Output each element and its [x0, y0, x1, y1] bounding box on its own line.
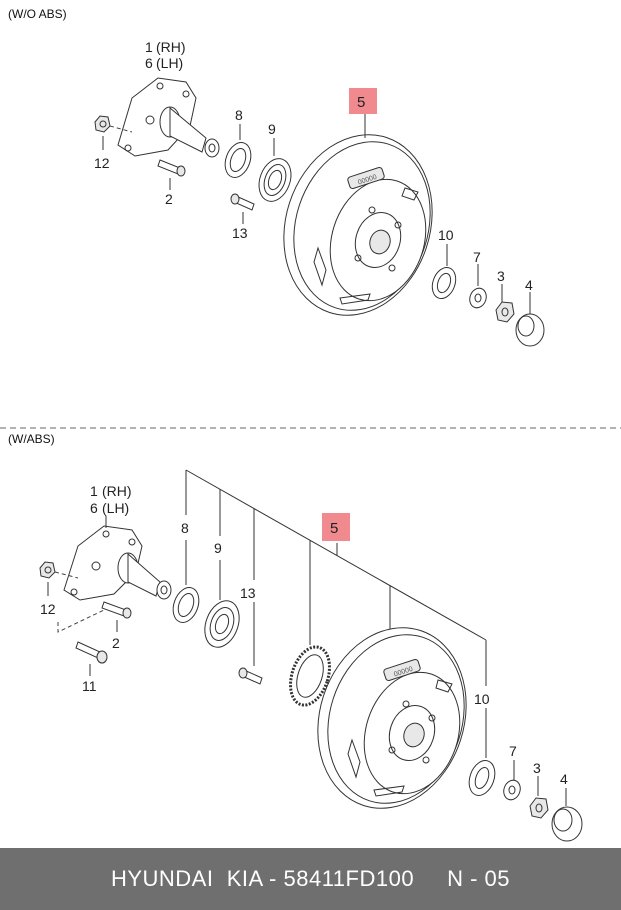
- part-number-text: HYUNDAI KIA - 58411FD100 N - 05: [110, 866, 511, 891]
- callout-4: 4: [525, 277, 533, 293]
- hub-cap-part-4: [515, 313, 545, 347]
- callout-4-abs: 4: [560, 771, 568, 787]
- callout-1-rh: (RH): [156, 39, 186, 55]
- bearing-part-10: [431, 267, 457, 299]
- bolt-part-2-abs: [101, 601, 132, 619]
- callout-8-abs: 8: [181, 520, 189, 536]
- nut-part-3-abs: [529, 797, 549, 819]
- seal-part-8-abs: [172, 587, 200, 623]
- callout-3: 3: [497, 268, 505, 284]
- brake-drum-part-5-abs: [317, 627, 467, 809]
- knuckle-spindle-part-abs: [63, 525, 172, 601]
- knuckle-spindle-part: [117, 77, 220, 158]
- callout-6: 6: [145, 55, 153, 71]
- nut-part-3: [495, 301, 515, 323]
- bolt-part-11: [75, 641, 108, 664]
- hub-cap-part-4-abs: [551, 806, 583, 842]
- brake-drum-part-5: [283, 134, 433, 316]
- exploded-parts-diagram: (W/O ABS) 1 (RH) 6 (LH) 12 2 8: [0, 7, 621, 842]
- callout-1-rh-abs: (RH): [102, 483, 132, 499]
- callout-11: 11: [82, 678, 97, 694]
- callout-12-abs: 12: [40, 601, 56, 617]
- highlight-box-5: [349, 88, 377, 114]
- callout-2: 2: [165, 191, 173, 207]
- footer-bar: HYUNDAI KIA - 58411FD100 N - 05: [0, 848, 621, 910]
- callout-9: 9: [268, 121, 276, 137]
- washer-part-7-abs: [503, 779, 521, 801]
- callout-9-abs: 9: [214, 540, 222, 556]
- callout-1-abs: 1: [90, 483, 98, 499]
- stud-part-13-abs: [238, 667, 263, 685]
- seal-part-8: [224, 142, 252, 178]
- bolt-part-2: [157, 159, 186, 177]
- washer-part-7: [469, 287, 487, 309]
- nut-part-12: [94, 115, 111, 133]
- callout-12: 12: [94, 155, 110, 171]
- callout-5-abs: 5: [330, 520, 338, 537]
- highlight-box-5-abs: [322, 513, 350, 541]
- bearing-part-9-abs: [204, 600, 240, 648]
- callout-13-abs: 13: [240, 585, 256, 601]
- callout-10-abs: 10: [474, 691, 490, 707]
- callout-7: 7: [473, 249, 481, 265]
- section-label-with-abs: (W/ABS): [8, 432, 55, 446]
- callout-bracket-lines: [185, 469, 487, 758]
- abs-tone-ring-part: [289, 645, 331, 707]
- callout-6-abs: 6: [90, 500, 98, 516]
- callout-8: 8: [235, 107, 243, 123]
- callout-10: 10: [438, 227, 454, 243]
- stud-part-13: [230, 193, 255, 211]
- bearing-part-10-abs: [468, 760, 496, 796]
- callout-6-lh-abs: (LH): [102, 500, 129, 516]
- callout-1: 1: [145, 39, 153, 55]
- bearing-part-9: [258, 158, 292, 202]
- callout-3-abs: 3: [533, 760, 541, 776]
- section-label-without-abs: (W/O ABS): [8, 7, 67, 21]
- callout-5: 5: [357, 94, 365, 111]
- callout-7-abs: 7: [509, 743, 517, 759]
- callout-2-abs: 2: [112, 635, 120, 651]
- callout-13: 13: [232, 225, 248, 241]
- nut-part-12-abs: [39, 561, 56, 579]
- callout-6-lh: (LH): [156, 55, 183, 71]
